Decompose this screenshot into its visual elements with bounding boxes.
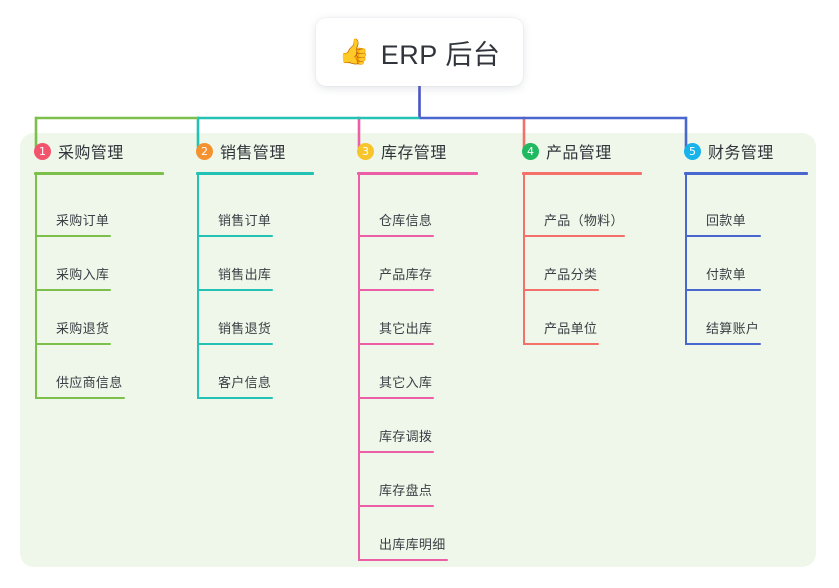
branch-item-underline	[685, 235, 761, 237]
branch-item-label: 客户信息	[218, 375, 272, 390]
branch-item[interactable]: 其它出库	[357, 291, 443, 345]
branch-item-label: 采购入库	[56, 267, 110, 282]
branch-title: 产品管理	[546, 145, 612, 162]
branch-header-2[interactable]: 2 销售管理	[196, 139, 286, 163]
branch-spine	[685, 174, 687, 345]
branch-title: 销售管理	[220, 145, 286, 162]
branch-item-underline	[197, 289, 273, 291]
branch-item[interactable]: 客户信息	[196, 345, 282, 399]
branch-number-badge: 4	[522, 142, 539, 160]
branch-spine	[197, 174, 199, 399]
branch-title: 库存管理	[381, 145, 447, 162]
branch-number-badge: 1	[34, 142, 51, 160]
branch-item-label: 销售退货	[218, 321, 272, 336]
branch-item-underline	[197, 343, 273, 345]
branch-underline	[684, 172, 808, 175]
branch-underline	[196, 172, 314, 175]
branch-item-underline	[523, 289, 599, 291]
branch-item[interactable]: 采购入库	[34, 237, 120, 291]
branch-item[interactable]: 采购订单	[34, 183, 120, 237]
branch-item[interactable]: 其它入库	[357, 345, 443, 399]
branch-header-5[interactable]: 5 财务管理	[684, 139, 774, 163]
branch-item[interactable]: 销售订单	[196, 183, 282, 237]
branch-item-underline	[197, 235, 273, 237]
branch-item[interactable]: 出库库明细	[357, 507, 457, 561]
branch-item-underline	[685, 343, 761, 345]
branch-item-label: 回款单	[706, 213, 746, 228]
branch-number-badge: 2	[196, 142, 213, 160]
branch-item-label: 库存盘点	[379, 483, 433, 498]
branch-item[interactable]: 产品分类	[522, 237, 608, 291]
branch-item-underline	[197, 397, 273, 399]
branch-item-underline	[358, 505, 434, 507]
branch-item-label: 产品单位	[544, 321, 598, 336]
branch-item-underline	[523, 235, 625, 237]
branch-spine	[523, 174, 525, 345]
branch-item-underline	[35, 343, 111, 345]
branch-item-label: 产品分类	[544, 267, 598, 282]
branch-item-label: 结算账户	[706, 321, 760, 336]
branch-item-label: 采购退货	[56, 321, 110, 336]
root-node[interactable]: 👍 ERP 后台	[316, 18, 523, 86]
branch-item-label: 销售出库	[218, 267, 272, 282]
branch-item-label: 销售订单	[218, 213, 272, 228]
branch-item-underline	[35, 235, 111, 237]
branch-item-label: 出库库明细	[379, 537, 446, 552]
branch-item-label: 库存调拨	[379, 429, 433, 444]
branch-item[interactable]: 采购退货	[34, 291, 120, 345]
branch-item[interactable]: 库存调拨	[357, 399, 443, 453]
branch-item[interactable]: 仓库信息	[357, 183, 443, 237]
branch-item[interactable]: 销售退货	[196, 291, 282, 345]
branch-item[interactable]: 付款单	[684, 237, 770, 291]
branch-number-badge: 3	[357, 142, 374, 160]
branch-spine	[35, 174, 37, 399]
branch-item[interactable]: 库存盘点	[357, 453, 443, 507]
branch-item[interactable]: 结算账户	[684, 291, 770, 345]
branch-item-label: 其它入库	[379, 375, 433, 390]
branch-item-underline	[358, 397, 434, 399]
branch-item-underline	[358, 289, 434, 291]
branch-item-underline	[35, 289, 111, 291]
branch-item[interactable]: 产品单位	[522, 291, 608, 345]
branch-item-underline	[358, 559, 448, 561]
branch-item-underline	[685, 289, 761, 291]
branch-columns: 1 采购管理采购订单采购入库采购退货供应商信息 2 销售管理销售订单销售出库销售退货客…	[0, 133, 839, 567]
branch-item-underline	[358, 343, 434, 345]
branch-item[interactable]: 产品库存	[357, 237, 443, 291]
branch-item-label: 仓库信息	[379, 213, 433, 228]
branch-item-underline	[35, 397, 125, 399]
branch-item-label: 供应商信息	[56, 375, 123, 390]
branch-header-3[interactable]: 3 库存管理	[357, 139, 447, 163]
branch-header-1[interactable]: 1 采购管理	[34, 139, 124, 163]
branch-item-label: 付款单	[706, 267, 746, 282]
branch-header-4[interactable]: 4 产品管理	[522, 139, 612, 163]
branch-title: 采购管理	[58, 145, 124, 162]
thumbs-up-icon: 👍	[338, 37, 370, 66]
branch-underline	[357, 172, 478, 175]
branch-item-underline	[523, 343, 599, 345]
branch-item[interactable]: 产品（物料）	[522, 183, 634, 237]
branch-underline	[522, 172, 642, 175]
branch-item-label: 其它出库	[379, 321, 433, 336]
branch-item-label: 产品（物料）	[544, 213, 624, 228]
diagram-panel	[20, 133, 816, 567]
branch-item-underline	[358, 235, 434, 237]
branch-title: 财务管理	[708, 145, 774, 162]
branch-item-label: 采购订单	[56, 213, 110, 228]
branch-item[interactable]: 销售出库	[196, 237, 282, 291]
root-title: ERP 后台	[380, 39, 501, 70]
branch-item[interactable]: 回款单	[684, 183, 770, 237]
branch-number-badge: 5	[684, 142, 701, 160]
branch-item[interactable]: 供应商信息	[34, 345, 134, 399]
branch-spine	[358, 174, 360, 561]
branch-item-label: 产品库存	[379, 267, 433, 282]
branch-item-underline	[358, 451, 434, 453]
branch-underline	[34, 172, 164, 175]
